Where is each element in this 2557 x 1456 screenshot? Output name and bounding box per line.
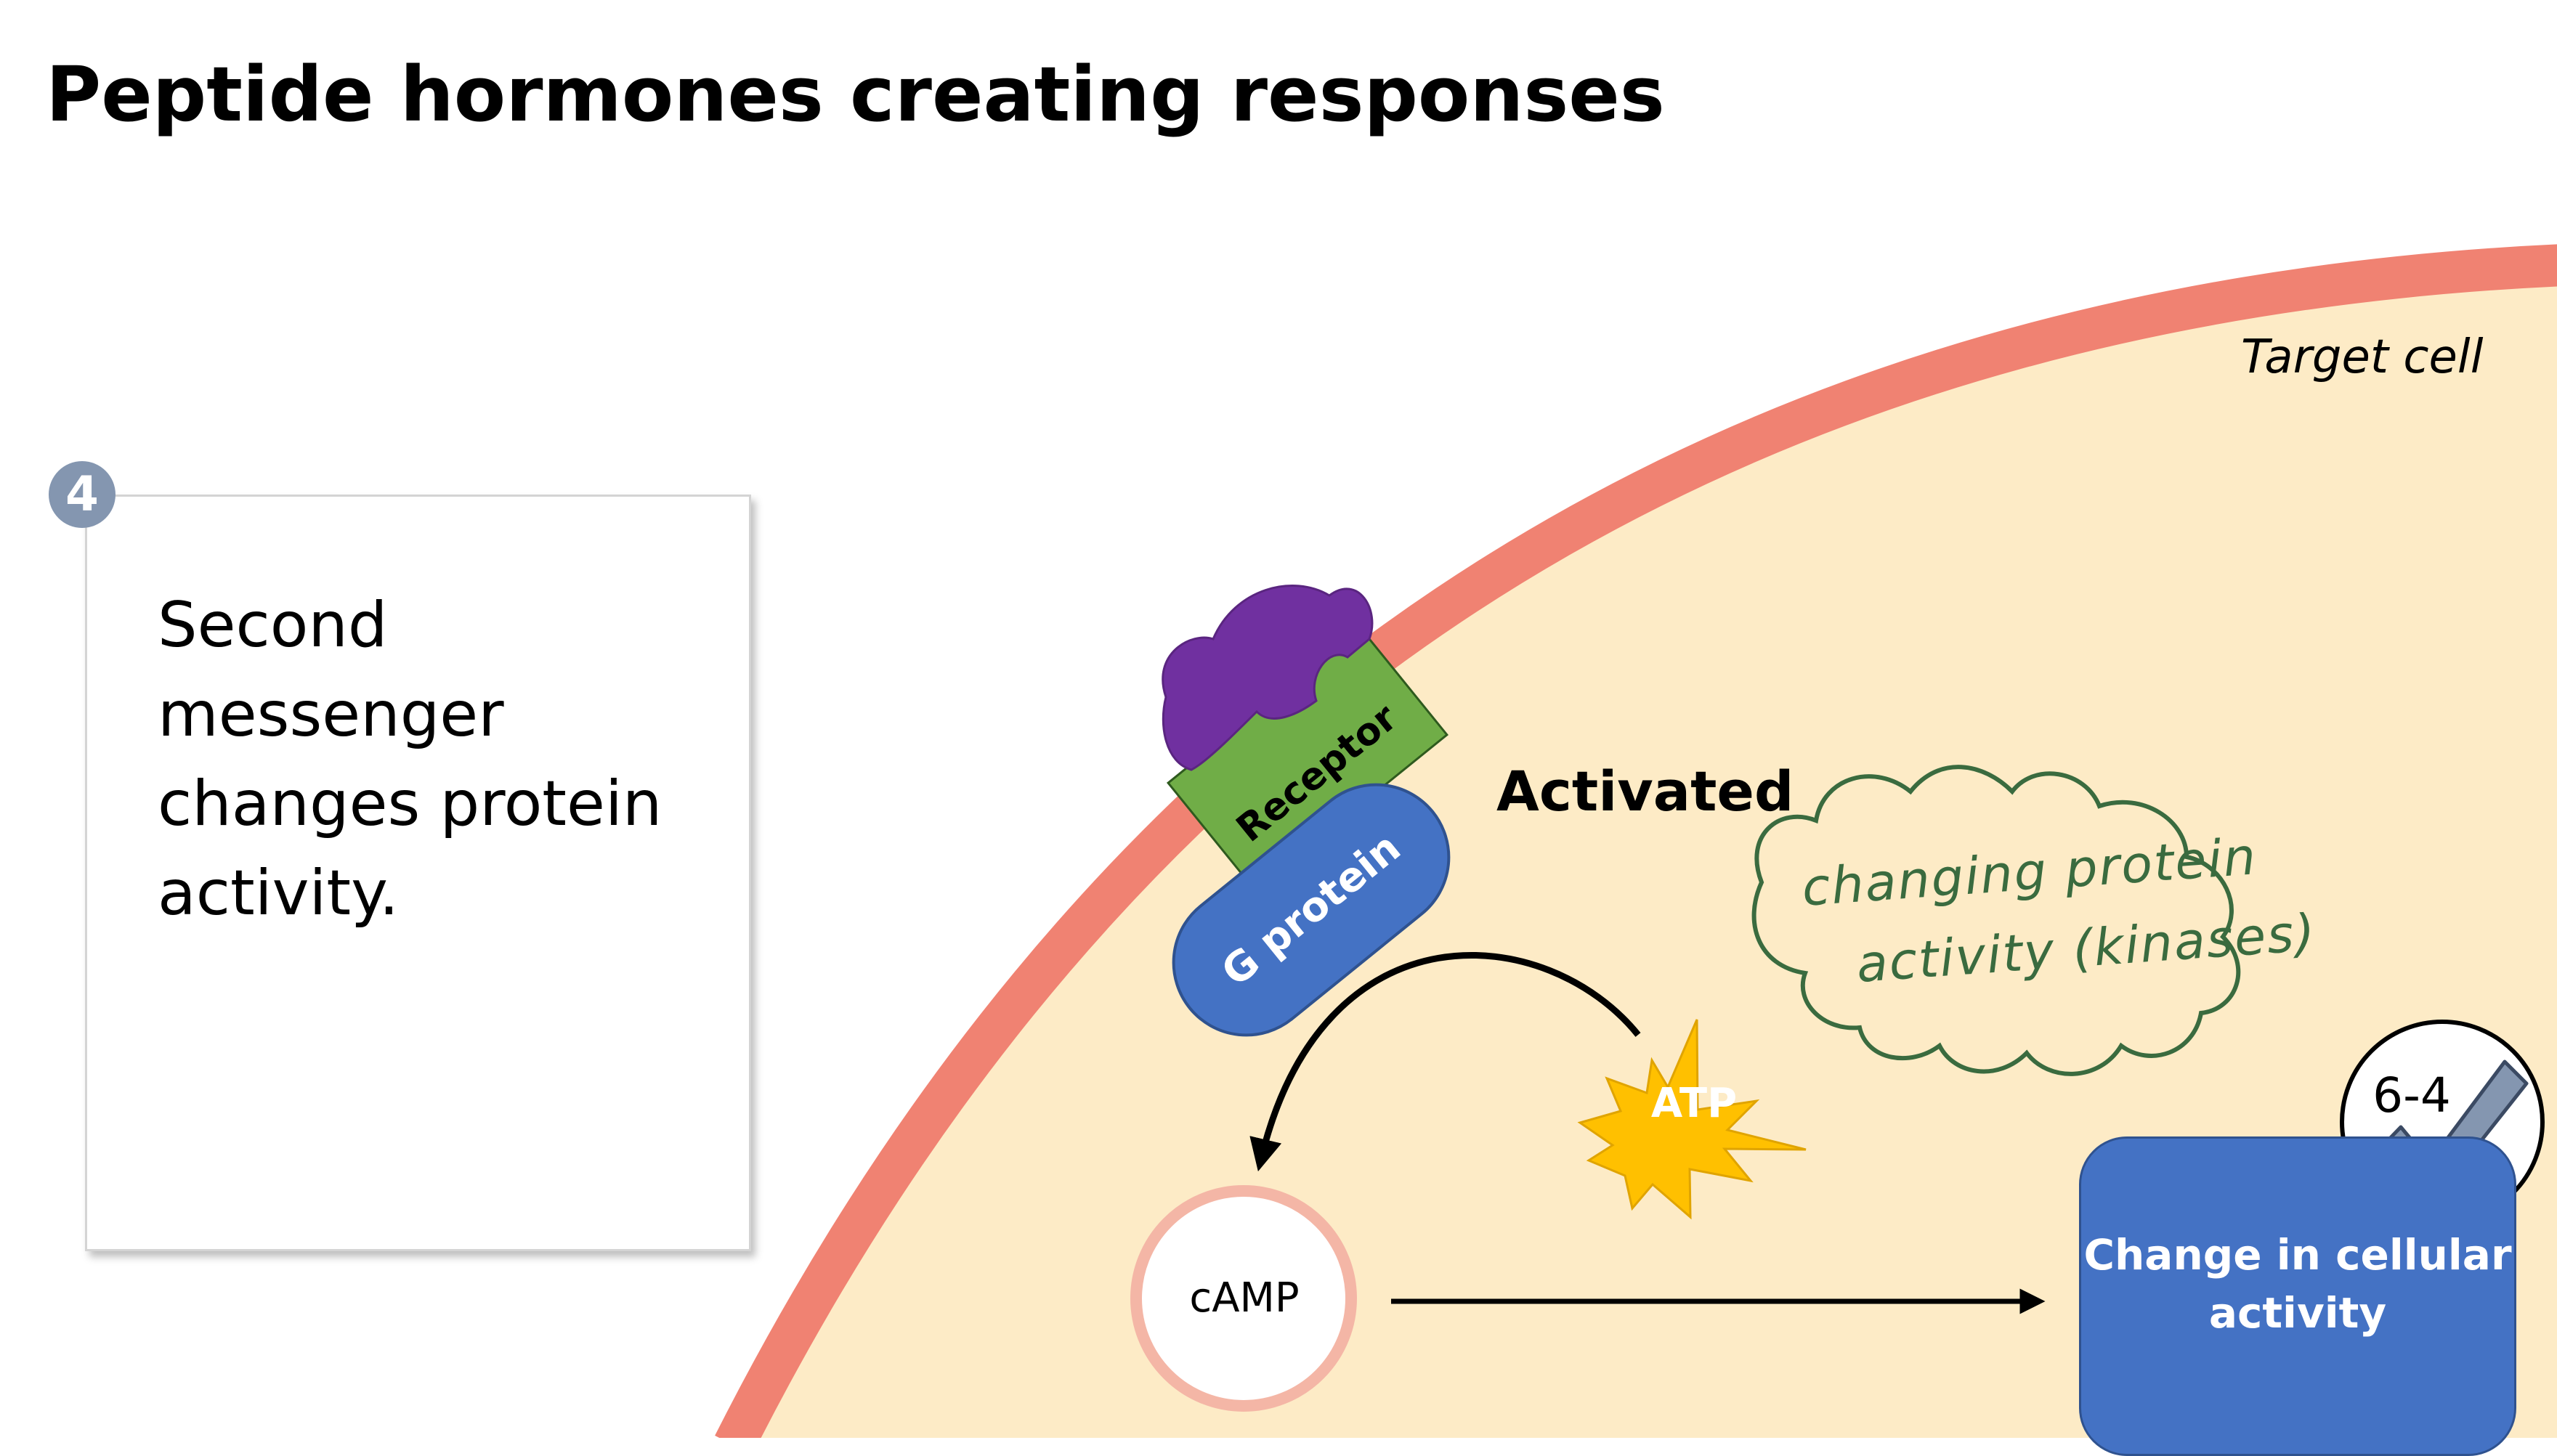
hormone <box>1162 585 1374 771</box>
activated-label: Activated <box>1496 759 1794 823</box>
target-cell-label: Target cell <box>2241 330 2484 384</box>
camp-circle <box>1130 1185 1357 1412</box>
slide-title: Peptide hormones creating responses <box>46 50 1665 139</box>
slide-number: 6-4 <box>2372 1067 2451 1123</box>
cellular-activity-label: Change in cellular activity <box>2083 1230 2512 1338</box>
step-card <box>85 495 751 1251</box>
step-description: Second messenger changes protein activit… <box>158 589 662 930</box>
atp-to-camp-arrow <box>1249 951 1641 1172</box>
step-number-badge: 4 <box>49 461 116 528</box>
g-protein <box>1172 783 1451 1037</box>
atp-label: ATP <box>1650 1080 1738 1127</box>
annotation-cloud <box>1751 765 2241 1076</box>
cellular-activity-box <box>2079 1136 2516 1456</box>
cell-membrane <box>715 244 2557 1438</box>
atp-star <box>1577 1019 1807 1220</box>
camp-label: cAMP <box>1189 1274 1300 1322</box>
